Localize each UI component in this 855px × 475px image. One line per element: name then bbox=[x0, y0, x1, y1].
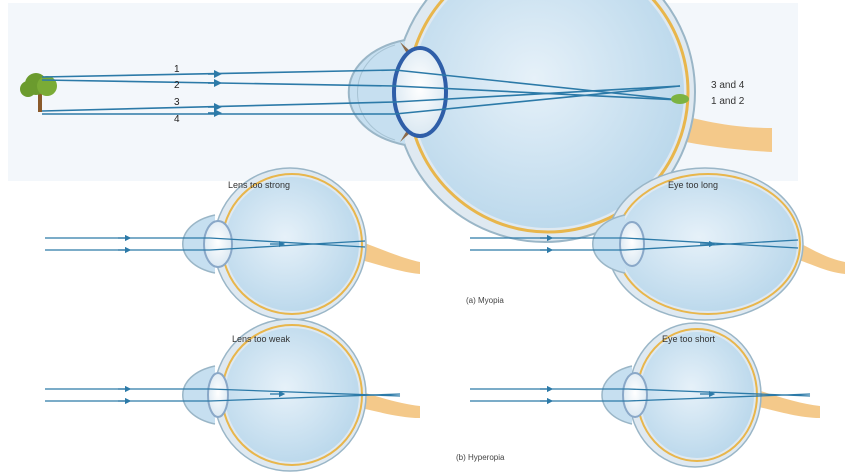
vitreous-body bbox=[412, 0, 684, 228]
hyperopia-right-title: Eye too short bbox=[662, 334, 716, 344]
ray-label-4: 4 bbox=[174, 114, 180, 125]
ray-label-1: 1 bbox=[174, 64, 180, 75]
myopia-left-title: Lens too strong bbox=[228, 180, 291, 190]
myopia-lens-too-strong-eye bbox=[45, 167, 420, 321]
optic-nerve bbox=[668, 112, 772, 152]
focus-label-1-and-2: 1 and 2 bbox=[711, 96, 745, 107]
tree-object bbox=[20, 73, 57, 112]
hyperopia-eye-too-short-eye bbox=[470, 322, 820, 468]
incoming-rays bbox=[41, 69, 681, 117]
focus-spot bbox=[671, 94, 689, 104]
ray-label-2: 2 bbox=[174, 80, 180, 91]
ray-label-3: 3 bbox=[174, 97, 180, 108]
normal-eye-diagram bbox=[347, 0, 772, 243]
myopia-eye-too-long-eye bbox=[470, 167, 845, 321]
hyperopia-lens-too-weak-eye bbox=[45, 318, 420, 472]
cornea bbox=[347, 39, 406, 146]
focus-label-3-and-4: 3 and 4 bbox=[711, 80, 745, 91]
myopia-right-title: Eye too long bbox=[668, 180, 719, 190]
crystalline-lens bbox=[392, 46, 448, 138]
hyperopia-caption: (b) Hyperopia bbox=[456, 453, 505, 462]
hyperopia-left-title: Lens too weak bbox=[232, 334, 291, 344]
myopia-caption: (a) Myopia bbox=[466, 296, 504, 305]
